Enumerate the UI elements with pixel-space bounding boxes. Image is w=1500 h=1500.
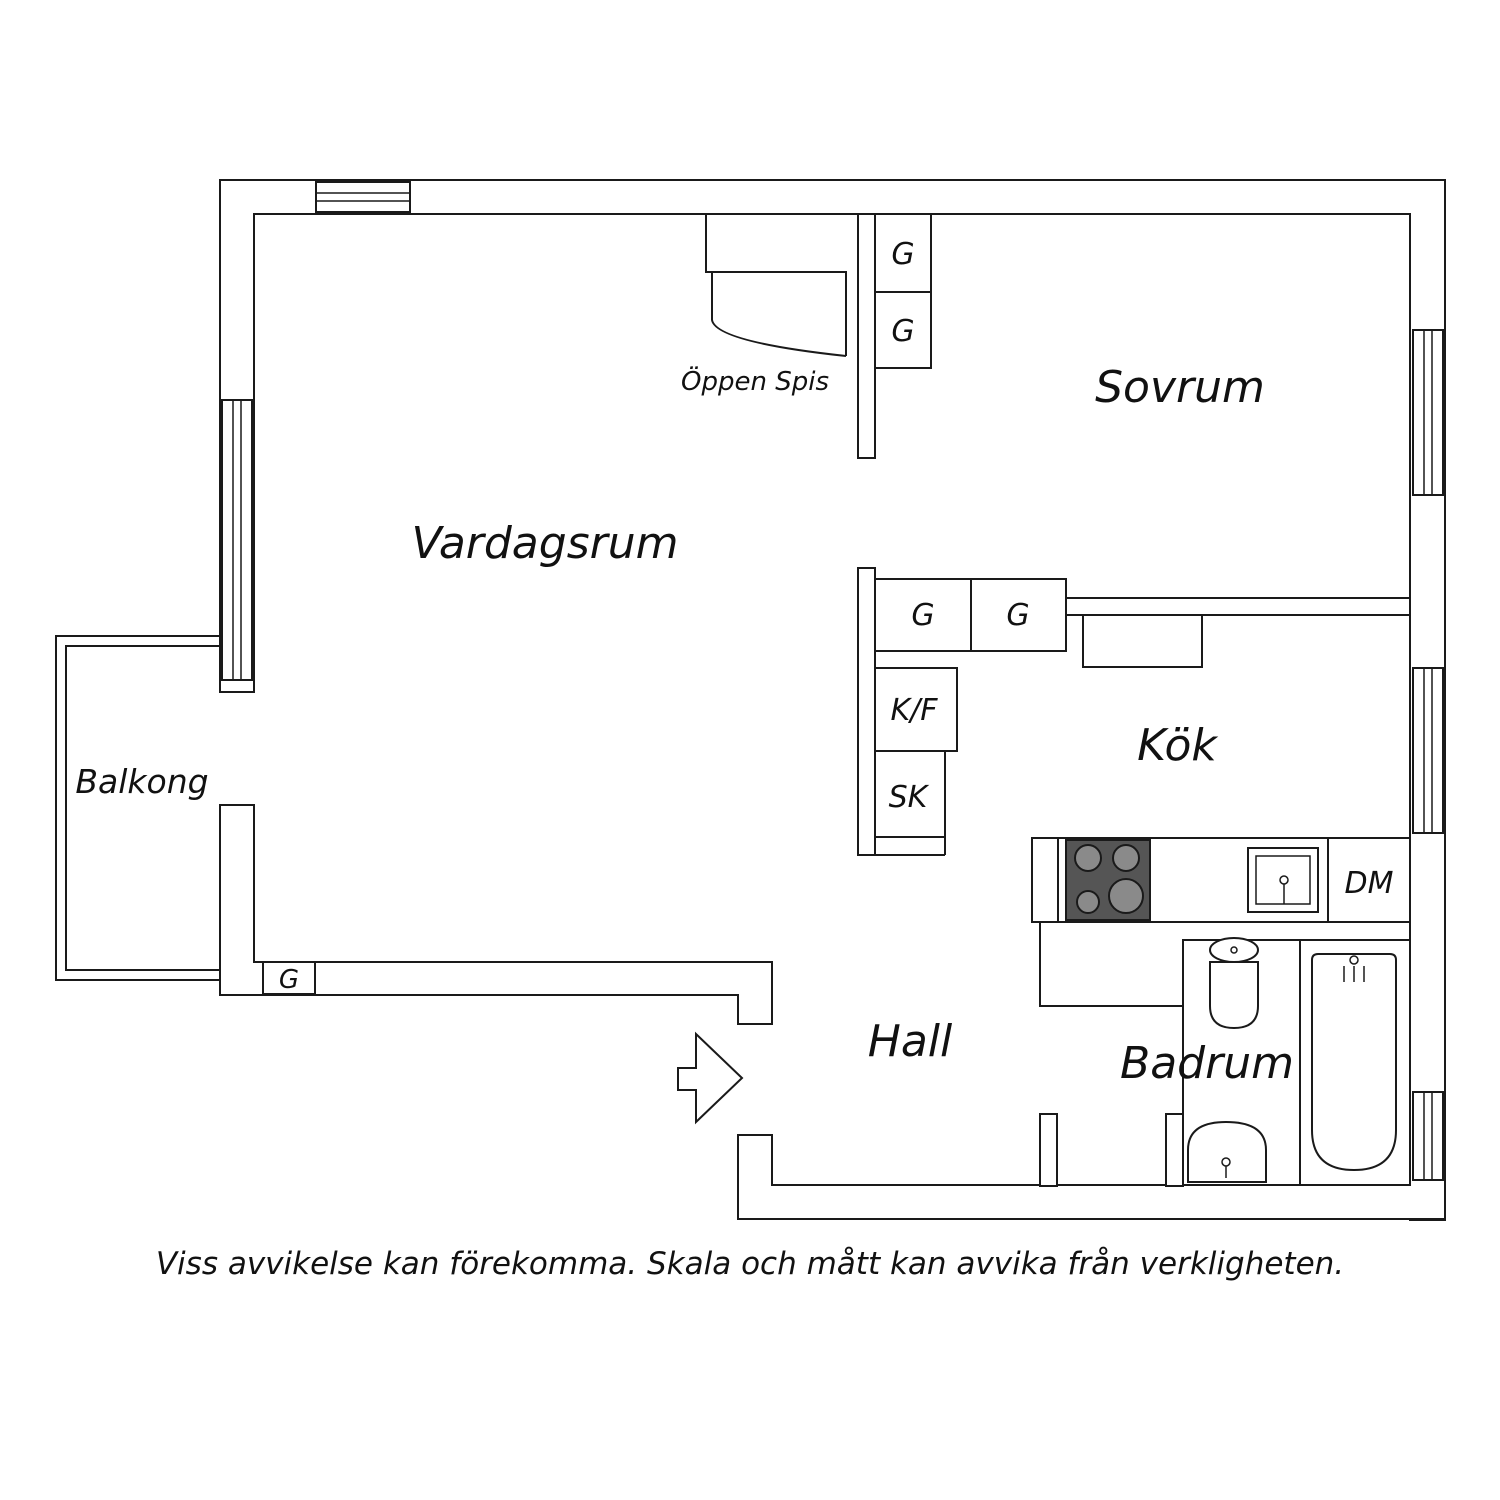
entrance-arrow-icon [677, 1031, 744, 1125]
room-label-badrum: Badrum [1120, 1038, 1294, 1089]
fridge-freezer-label: K/F [890, 693, 938, 728]
cabinet [874, 750, 946, 838]
bathtub [1311, 953, 1397, 1172]
disclaimer-text: Viss avvikelse kan förekomma. Skala och … [155, 1246, 1345, 1282]
room-label-balkong: Balkong [75, 762, 208, 801]
wardrobe-label: G [1006, 598, 1029, 633]
wardrobe-label: G [891, 314, 914, 349]
toilet [1209, 961, 1259, 1030]
kitchen-sink [1247, 847, 1319, 913]
dishwasher-label: DM [1345, 866, 1394, 901]
windows [221, 181, 1444, 1181]
wardrobe-label: G [911, 598, 934, 633]
wardrobe [874, 291, 932, 369]
burner [1108, 878, 1144, 914]
room-label-vardagsrum: Vardagsrum [412, 518, 679, 569]
interior-walls [705, 213, 1411, 1187]
burner [1076, 890, 1100, 914]
balcony [55, 635, 220, 981]
bathroom-fixtures [1187, 937, 1411, 1186]
room-label-hall: Hall [868, 1016, 953, 1067]
wardrobe [970, 578, 1067, 652]
bathtub-frame [1299, 939, 1411, 1186]
cabinet-label: SK [889, 780, 930, 815]
burner [1112, 844, 1140, 872]
wardrobe [874, 578, 972, 652]
wardrobe-label: G [279, 965, 299, 995]
wardrobe [874, 213, 932, 293]
wardrobe [262, 961, 316, 995]
burner [1074, 844, 1102, 872]
washbasin [1187, 1120, 1267, 1183]
kitchen-counter [1031, 837, 1411, 923]
closets [262, 213, 1067, 995]
room-label-sovrum: Sovrum [1095, 362, 1265, 413]
room-label-kok: Kök [1137, 720, 1218, 771]
fridge-freezer [874, 667, 958, 752]
wardrobe-label: G [891, 237, 914, 272]
fireplace-label: Öppen Spis [681, 365, 829, 397]
